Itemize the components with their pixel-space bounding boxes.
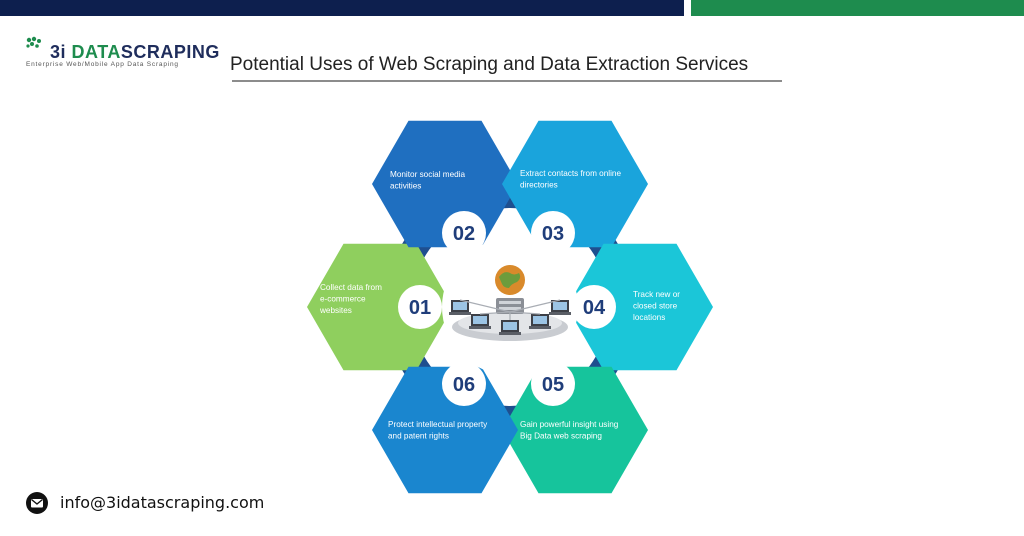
hexagon-item-04: Track new or closed store locations 04 bbox=[567, 243, 713, 371]
number-badge-label: 01 bbox=[409, 297, 431, 319]
number-badge bbox=[398, 285, 442, 329]
hexagon-label: Track new or bbox=[633, 290, 680, 299]
logo-prefix: 3i bbox=[50, 42, 67, 62]
hexagon-shape bbox=[502, 120, 648, 248]
hexagon-label: closed store bbox=[633, 302, 678, 311]
hexagon-diagram-svg: Collect data from e-commerce websites 01 Mon… bbox=[307, 120, 713, 494]
hexagon-label: activities bbox=[390, 182, 421, 191]
title-underline bbox=[232, 80, 782, 82]
email-link[interactable]: info@3idatascraping.com bbox=[60, 493, 265, 512]
company-logo[interactable]: 3i DATASCRAPING Enterprise Web/Mobile Ap… bbox=[24, 36, 219, 76]
number-badge-label: 03 bbox=[542, 223, 564, 245]
number-badge-label: 06 bbox=[453, 374, 475, 396]
top-bar-navy bbox=[0, 0, 684, 16]
hexagon-item-02: Monitor social media activities 02 bbox=[372, 120, 518, 255]
hexagon-item-03: Extract contacts from online directories 0… bbox=[502, 120, 648, 255]
number-badge bbox=[442, 362, 486, 406]
hexagon-item-06: Protect intellectual property and patent … bbox=[372, 362, 518, 494]
number-badge bbox=[531, 211, 575, 255]
hexagon-label: websites bbox=[319, 306, 352, 315]
hexagon-shape bbox=[502, 366, 648, 494]
page-title: Potential Uses of Web Scraping and Data … bbox=[230, 54, 749, 75]
number-badge-label: 05 bbox=[542, 374, 564, 396]
hexagon-shape bbox=[567, 243, 713, 371]
logo-suffix: SCRAPING bbox=[120, 42, 220, 62]
hexagon-label: Protect intellectual property bbox=[388, 420, 488, 429]
number-badge-label: 04 bbox=[583, 297, 606, 319]
hexagon-label: Monitor social media bbox=[390, 170, 466, 179]
hexagon-label: directories bbox=[520, 181, 558, 190]
hexagon-label: Collect data from bbox=[320, 283, 382, 292]
hexagon-label: locations bbox=[633, 313, 665, 322]
hexagon-diagram: Collect data from e-commerce websites 01 Mon… bbox=[300, 112, 720, 504]
hexagon-label: Extract contacts from online bbox=[520, 169, 621, 178]
logo-wordmark: 3i DATASCRAPING bbox=[50, 42, 220, 63]
email-icon bbox=[26, 492, 48, 514]
hexagon-shape bbox=[307, 243, 453, 371]
hexagon-shape bbox=[372, 366, 518, 494]
logo-highlight: DATA bbox=[71, 42, 121, 62]
hexagon-item-01: Collect data from e-commerce websites 01 bbox=[307, 243, 453, 371]
number-badge bbox=[531, 362, 575, 406]
logo-tagline: Enterprise Web/Mobile App Data Scraping bbox=[26, 61, 179, 68]
logo-dots-icon bbox=[26, 36, 41, 48]
number-badge bbox=[572, 285, 616, 329]
hexagon-shape bbox=[372, 120, 518, 248]
hexagon-label: Gain powerful insight using bbox=[520, 420, 619, 429]
number-badge bbox=[442, 211, 486, 255]
number-badge-label: 02 bbox=[453, 223, 475, 245]
hexagon-label: and patent rights bbox=[388, 432, 449, 441]
hexagon-label: e-commerce bbox=[320, 295, 366, 304]
hexagon-label: Big Data web scraping bbox=[520, 432, 602, 441]
top-bar-green bbox=[691, 0, 1024, 16]
globe-network-icon bbox=[449, 265, 571, 341]
